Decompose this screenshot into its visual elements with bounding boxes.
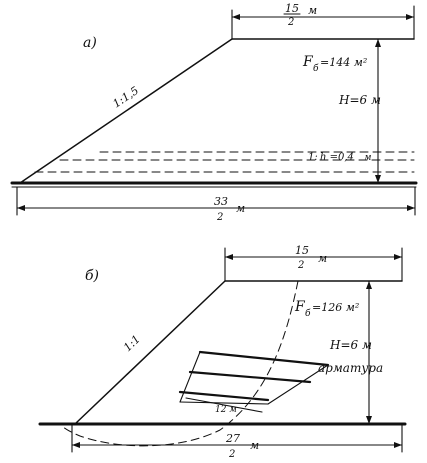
panel-a-ratio-label: 1: h =0,4 м <box>308 152 371 163</box>
panel-b: б) 15 2 м H=6 м F б =126 м² 1:1 <box>38 244 407 460</box>
panel-b-bottom-dim-arrow-l <box>72 442 80 448</box>
panel-b-area-label: F б =126 м² <box>294 299 359 319</box>
panel-b-slope-line <box>74 280 226 425</box>
panel-a-top-dim-arrow-l <box>232 14 240 20</box>
panel-a-bottom-dim-den: 2 <box>216 212 223 223</box>
panel-a-top-dim-unit: м <box>308 4 317 17</box>
panel-b-slope-label: 1:1 <box>121 333 143 355</box>
panel-b-height-arrow-top <box>366 281 372 289</box>
panel-a-label: a) <box>83 35 97 51</box>
panel-a-height-arrow-top <box>375 39 381 47</box>
panel-b-bottom-dim-unit: м <box>250 439 259 452</box>
rebar-length-label: 12 м <box>215 405 237 415</box>
panel-b-bottom-dim-den: 2 <box>228 449 235 460</box>
panel-b-reinforcement: 12 м арматура <box>178 350 383 415</box>
panel-b-bottom-dim-arrow-r <box>394 442 402 448</box>
panel-b-label: б) <box>85 268 99 284</box>
panel-b-top-dim-num: 15 <box>295 244 309 257</box>
panel-b-height-arrow-bottom <box>366 416 372 424</box>
panel-a-area-value: =144 м² <box>320 56 367 69</box>
panel-a-bottom-dim-num: 33 <box>214 195 228 208</box>
panel-a-bottom-dim-unit: м <box>236 202 245 215</box>
panel-a-slope-label: 1:1,5 <box>110 84 141 111</box>
reinforcement-layer-3 <box>178 390 270 402</box>
panel-a-ratio-prefix: 1: <box>308 152 318 163</box>
panel-b-top-dim-unit: м <box>318 252 327 265</box>
reinforcement-label: арматура <box>318 361 383 375</box>
panel-a-area-f: F <box>302 54 314 70</box>
reinforcement-layer-2 <box>188 370 312 384</box>
panel-b-area-f: F <box>294 299 306 315</box>
panel-b-slip-circle <box>61 280 299 447</box>
panel-a-bottom-dim-arrow-l <box>17 205 25 211</box>
panel-a-ratio-value: h =0,4 <box>320 152 354 163</box>
panel-a-ratio-unit: м <box>364 153 371 163</box>
panel-b-bottom-dim-num: 27 <box>225 432 240 445</box>
panel-a-area-label: F б =144 м² <box>302 54 367 74</box>
panel-a-slope-line <box>19 38 233 184</box>
panel-a-top-dim-arrow-r <box>406 14 414 20</box>
panel-b-top-dim-arrow-r <box>394 254 402 260</box>
panel-a-height-label: H=6 м <box>338 93 381 107</box>
panel-b-top-dim-arrow-l <box>225 254 233 260</box>
panel-b-top-dim-den: 2 <box>297 260 304 271</box>
panel-a-area-sub: б <box>313 63 319 74</box>
panel-a-height-arrow-bottom <box>375 175 381 183</box>
panel-a-bottom-dim-arrow-r <box>407 205 415 211</box>
panel-b-area-value: =126 м² <box>312 301 359 314</box>
panel-a-top-dim-den: 2 <box>287 17 294 28</box>
panel-b-area-sub: б <box>305 308 311 319</box>
reinforcement-base <box>179 401 269 405</box>
panel-b-height-label: H=6 м <box>329 338 372 352</box>
rebar-length-dim-line <box>185 397 263 413</box>
reinforcement-back <box>267 364 329 405</box>
reinforcement-face <box>179 351 201 403</box>
panel-a: a) 15 2 м H=6 м F б =144 м² 1: <box>10 2 418 223</box>
panel-a-top-dim-num: 15 <box>285 2 299 15</box>
reinforcement-layer-1 <box>198 350 330 367</box>
